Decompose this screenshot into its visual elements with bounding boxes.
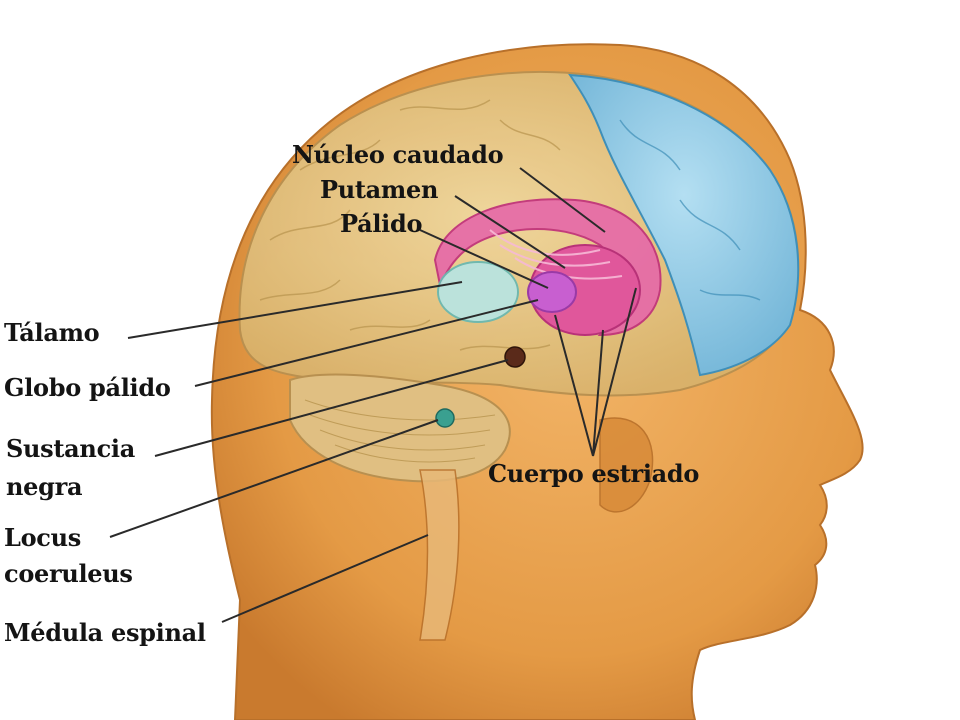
leader-palido [419, 229, 549, 289]
label-negra: negra [6, 472, 83, 501]
gyri-texture [259, 99, 761, 351]
label-coeruleus: coeruleus [4, 559, 133, 588]
label-medula-espinal: Médula espinal [4, 618, 206, 647]
leader-sustancia-negra [154, 359, 509, 457]
ear [599, 417, 654, 513]
brainstem [419, 469, 460, 641]
leader-putamen [454, 195, 566, 269]
label-nucleo-caudado: Núcleo caudado [292, 140, 504, 169]
leader-cuerpo-2 [592, 329, 604, 457]
leader-lines [109, 167, 637, 623]
label-sustancia: Sustancia [6, 434, 135, 463]
thalamus [437, 261, 519, 323]
leader-talamo [127, 281, 463, 339]
cerebellum [289, 373, 511, 483]
label-globo-palido: Globo pálido [4, 373, 171, 402]
label-talamo: Tálamo [4, 318, 100, 347]
label-cuerpo-estriado: Cuerpo estriado [488, 459, 700, 488]
leader-cuerpo-3 [592, 287, 637, 457]
leader-medula [221, 534, 429, 623]
caudate-nucleus [433, 198, 662, 337]
globus-pallidus [527, 271, 577, 313]
frontal-cortex [568, 73, 800, 377]
label-locus: Locus [4, 523, 81, 552]
leader-globo-palido [194, 299, 539, 387]
label-palido: Pálido [340, 209, 423, 238]
substantia-nigra [504, 346, 526, 368]
leader-nucleo-caudado [519, 167, 606, 233]
leader-cuerpo-1 [554, 314, 594, 457]
label-putamen: Putamen [320, 175, 439, 204]
leader-locus [109, 419, 439, 538]
locus-coeruleus [435, 408, 455, 428]
